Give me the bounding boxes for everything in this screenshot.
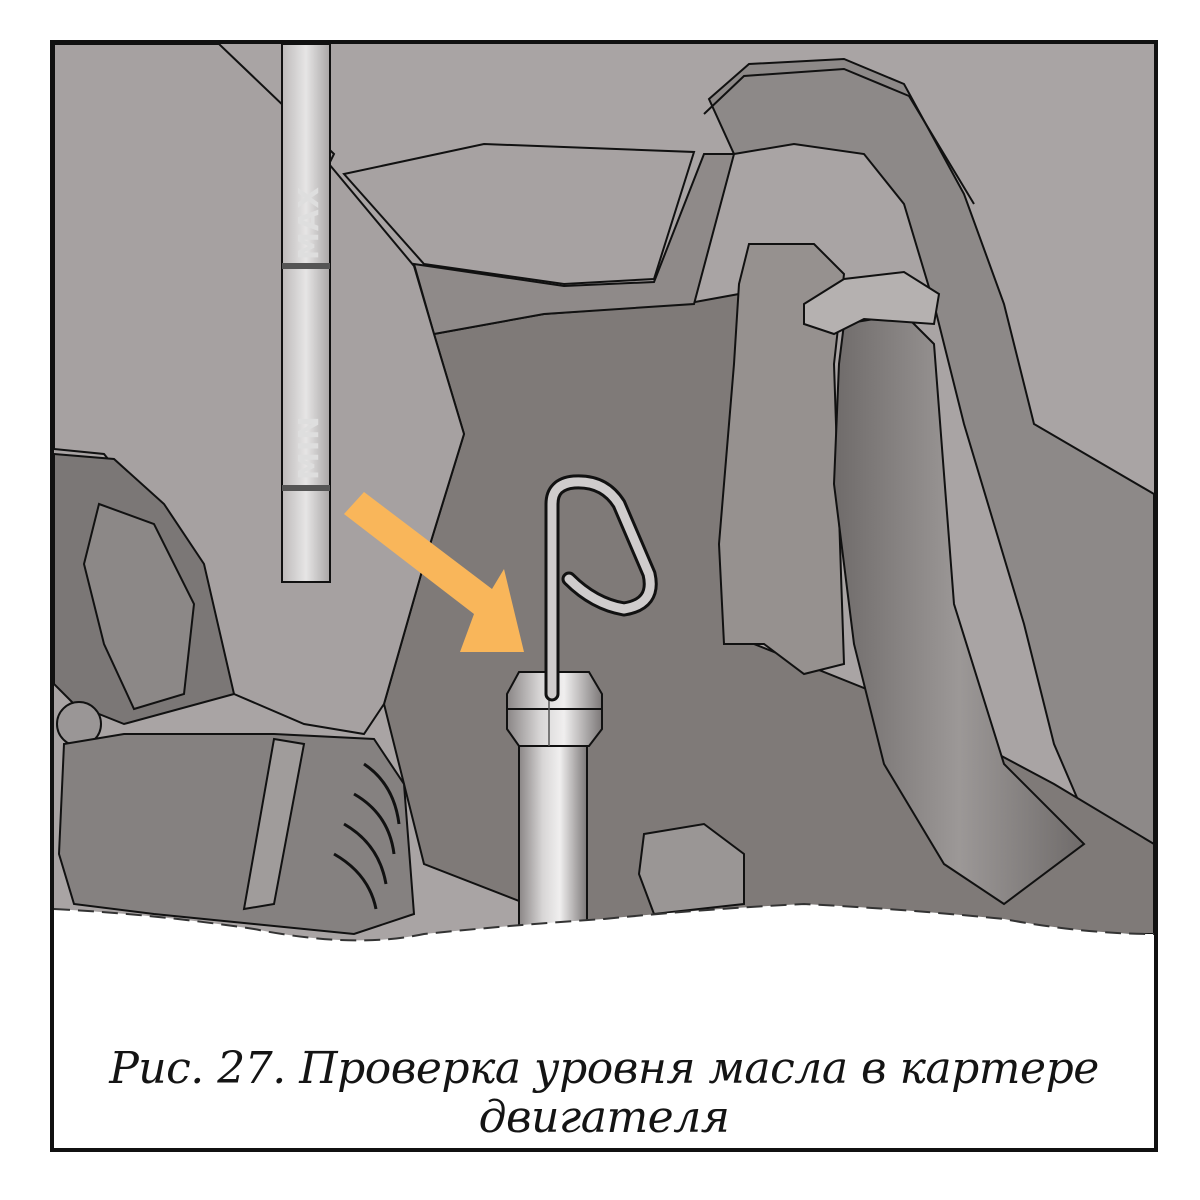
down-right-arrow-icon xyxy=(344,492,524,652)
dipstick-tube xyxy=(518,738,588,950)
right-pipe xyxy=(832,312,1086,906)
engine-illustration: MAX MIN xyxy=(54,44,1154,1148)
upper-housing xyxy=(707,57,1154,846)
top-panel xyxy=(342,142,696,286)
figure-frame: MAX MIN Рис. 27. Проверка уровня масла в… xyxy=(50,40,1158,1152)
connector-wires xyxy=(333,762,401,910)
figure-caption: Рис. 27. Проверка уровня масла в картере… xyxy=(54,1044,1154,1143)
caption-line-1: Рис. 27. Проверка уровня масла в картере xyxy=(109,1043,1099,1094)
torn-edge-line xyxy=(54,902,1154,942)
connector-block xyxy=(57,733,416,936)
top-panel-lower xyxy=(412,153,736,336)
connector-band xyxy=(242,737,306,911)
upper-housing-edge xyxy=(703,67,975,205)
dipstick-reference xyxy=(281,44,331,583)
torn-edge-fill xyxy=(54,904,1154,1148)
lower-nut xyxy=(637,822,745,916)
left-component-face xyxy=(82,502,196,711)
dipstick-max-label: MAX xyxy=(292,186,325,260)
right-bracket xyxy=(717,243,846,676)
dipstick-min-label: MIN xyxy=(292,415,325,480)
pipe-clamp xyxy=(803,270,941,336)
dipstick-handle-highlight xyxy=(547,477,655,699)
caption-line-2: двигателя xyxy=(478,1092,730,1144)
